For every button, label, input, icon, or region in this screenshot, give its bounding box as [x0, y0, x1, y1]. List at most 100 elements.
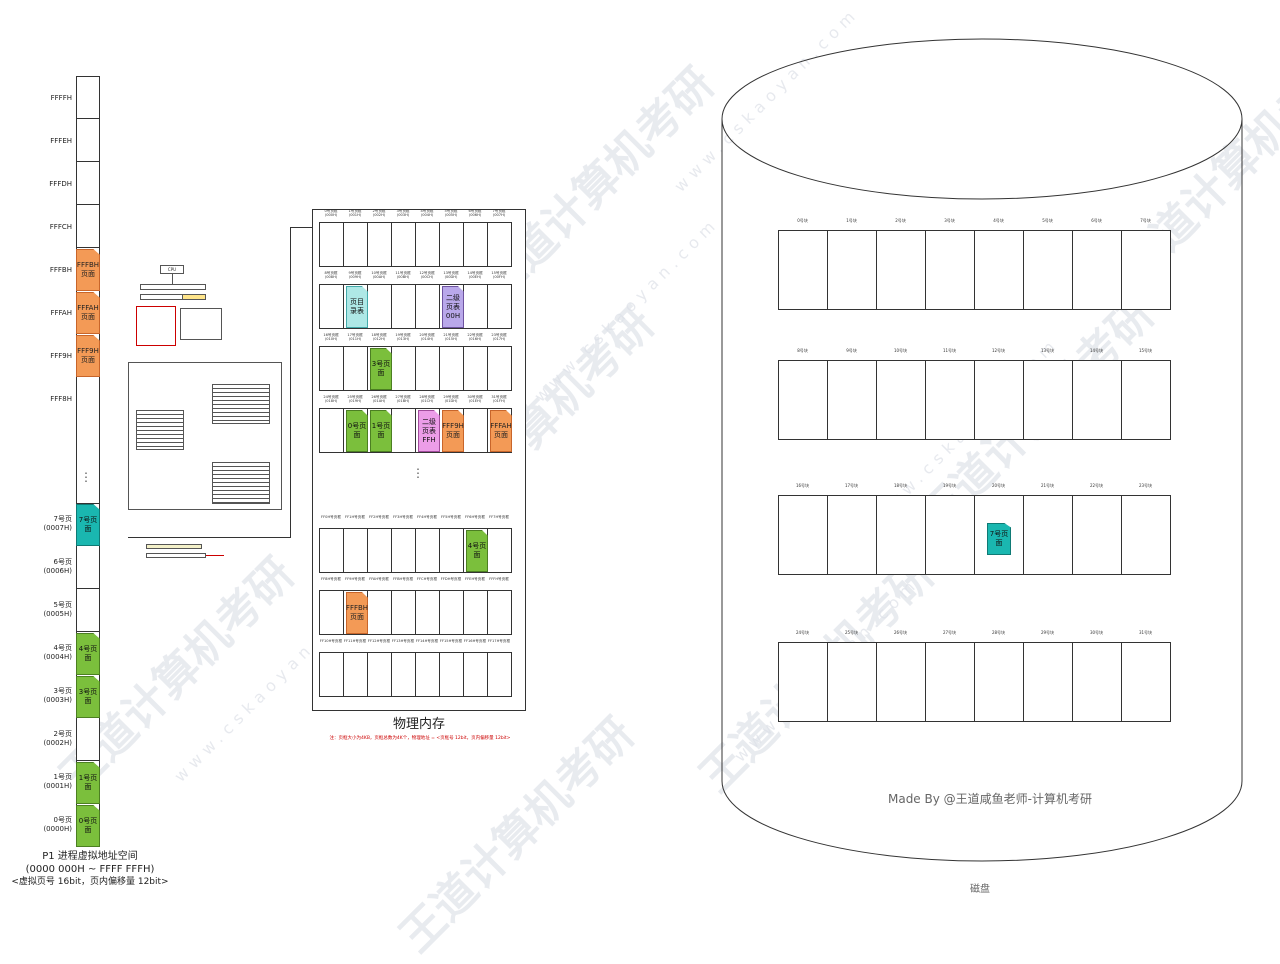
page-frame — [439, 590, 464, 635]
physical-address-bar-2 — [146, 553, 206, 558]
page-frame — [439, 222, 464, 267]
memory-ellipsis: ⋮ — [412, 466, 424, 480]
block-header: 2号块 — [895, 218, 906, 223]
disk-block — [1072, 230, 1122, 310]
block-header: 3号块 — [944, 218, 955, 223]
block-row — [778, 230, 1171, 310]
disk-block — [827, 642, 877, 722]
vspace-bottom-border — [76, 503, 100, 504]
block-header: 26号块 — [893, 630, 908, 635]
memory-page: 页目录表 — [346, 286, 368, 328]
disk-block — [1121, 230, 1171, 310]
block-header: 18号块 — [893, 483, 908, 488]
block-header: 15号块 — [1138, 348, 1153, 353]
vspace-row-label: 3号页(0003H) — [43, 687, 72, 704]
page-frame — [367, 284, 392, 329]
page-frame — [463, 284, 488, 329]
page-frame — [391, 528, 416, 573]
disk-block — [974, 230, 1024, 310]
page-frame — [463, 408, 488, 453]
disk-block — [1072, 495, 1122, 575]
frame-header: FF5H号页框 — [441, 515, 461, 519]
disk-block — [827, 230, 877, 310]
page-frame — [487, 528, 512, 573]
frame-header: FF16H号页框 — [463, 639, 487, 643]
frame-header: 27号页框(01BH) — [395, 395, 411, 403]
vspace-row — [76, 589, 100, 632]
frame-header: FF10H号页框 — [319, 639, 343, 643]
mmu-highlight — [182, 294, 206, 300]
page-frame — [319, 222, 344, 267]
vspace-row-label: FFFAH — [50, 309, 73, 317]
page-frame — [391, 408, 416, 453]
vspace-row — [76, 546, 100, 589]
block-header: 28号块 — [991, 630, 1006, 635]
frame-header: 21号页框(015H) — [443, 333, 459, 341]
block-header: 12号块 — [991, 348, 1006, 353]
block-header: 29号块 — [1040, 630, 1055, 635]
frame-row — [319, 346, 512, 391]
disk-block — [925, 642, 975, 722]
disk-block — [827, 495, 877, 575]
vspace-row-label: 1号页(0001H) — [43, 773, 72, 790]
frame-header: 11号页框(00BH) — [395, 271, 411, 279]
vspace-row-label: FFFCH — [49, 223, 72, 231]
frame-header: FFAH号页框 — [369, 577, 389, 581]
page-frame — [487, 652, 512, 697]
block-header: 11号块 — [942, 348, 957, 353]
block-header: 27号块 — [942, 630, 957, 635]
frame-header: FF13H号页框 — [391, 639, 415, 643]
memory-page: 4号页面 — [466, 530, 488, 572]
page-frame — [319, 652, 344, 697]
page-frame — [439, 346, 464, 391]
disk-bottom-arc — [721, 780, 1243, 862]
memory-page: 3号页面 — [370, 348, 392, 390]
frame-row — [319, 590, 512, 635]
page-frame — [343, 346, 368, 391]
frame-header: FF3H号页框 — [393, 515, 413, 519]
block-header: 23号块 — [1138, 483, 1153, 488]
made-by-credit: Made By @王道咸鱼老师-计算机考研 — [887, 792, 1092, 806]
page-frame — [487, 590, 512, 635]
disk-block — [876, 495, 926, 575]
disk-block — [925, 230, 975, 310]
vspace-page: 7号页面 — [76, 504, 100, 546]
page-frame — [391, 222, 416, 267]
page-frame — [319, 346, 344, 391]
red-arrow — [206, 555, 224, 556]
vspace-caption-range: (0000 000H ~ FFFF FFFH) — [25, 864, 155, 875]
vspace-caption-bits: <虚拟页号 16bit，页内偏移量 12bit> — [11, 877, 169, 887]
page-frame — [319, 408, 344, 453]
disk-block — [1023, 642, 1073, 722]
page-frame — [343, 528, 368, 573]
vspace-row — [76, 76, 100, 119]
physical-memory-title: 物理内存 — [392, 717, 445, 732]
disk-block — [974, 495, 1024, 575]
frame-header: 0号页框(000H) — [324, 209, 338, 217]
page-frame — [367, 528, 392, 573]
frame-header: 19号页框(013H) — [395, 333, 411, 341]
page-frame — [391, 284, 416, 329]
frame-header: FF1H号页框 — [345, 515, 365, 519]
page-frame — [463, 222, 488, 267]
frame-header: 12号页框(00CH) — [419, 271, 435, 279]
frame-header: FF17H号页框 — [487, 639, 511, 643]
frame-header: 23号页框(017H) — [491, 333, 507, 341]
disk-block — [1023, 230, 1073, 310]
vspace-page: 0号页面 — [76, 805, 100, 847]
frame-row — [319, 222, 512, 267]
vspace-page: 3号页面 — [76, 676, 100, 718]
frame-header: FF7H号页框 — [489, 515, 509, 519]
vspace-page: 4号页面 — [76, 633, 100, 675]
vspace-row-label: 7号页(0007H) — [43, 515, 72, 532]
frame-header: FFCH号页框 — [416, 577, 438, 581]
disk-block — [1072, 642, 1122, 722]
block-header: 0号块 — [797, 218, 808, 223]
vspace-row-label: FFFFH — [50, 94, 72, 102]
page-frame — [415, 284, 440, 329]
disk-block — [925, 360, 975, 440]
disk-caption: 磁盘 — [970, 884, 990, 895]
